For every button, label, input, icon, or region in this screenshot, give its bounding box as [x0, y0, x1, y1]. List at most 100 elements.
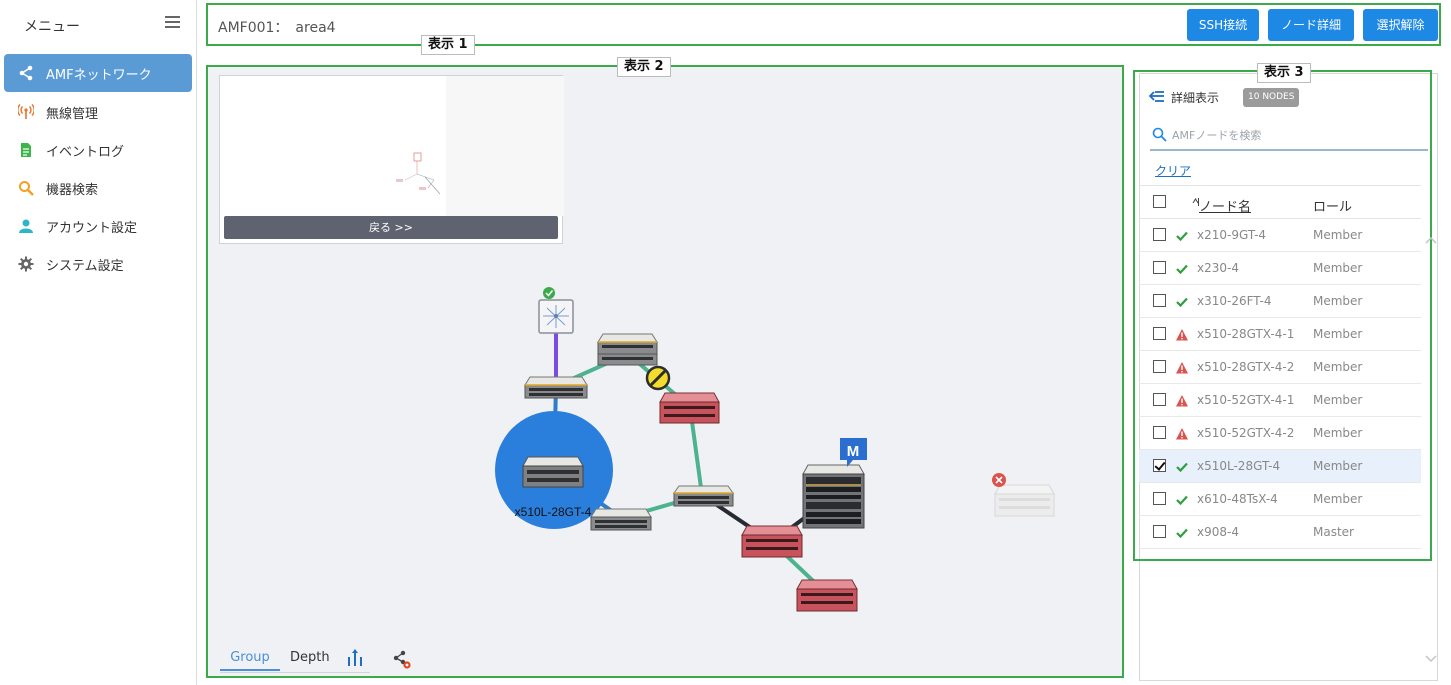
row-role: Master: [1313, 525, 1354, 539]
node-search-input[interactable]: [1172, 125, 1422, 145]
display-3-label: 表示 3: [1257, 63, 1311, 83]
area-title: AMF001： area4: [218, 20, 336, 36]
sidebar-item-label: アカウント設定: [46, 221, 138, 236]
hamburger-menu-icon[interactable]: [165, 15, 181, 29]
selected-switch-node[interactable]: [522, 456, 584, 488]
sidebar-header: メニュー: [0, 0, 197, 50]
detail-title: 詳細表示: [1171, 91, 1220, 105]
display-1-label: 表示 1: [421, 35, 475, 55]
tab-depth[interactable]: Depth: [290, 650, 330, 665]
scroll-up-icon[interactable]: [1425, 235, 1437, 247]
switch-node[interactable]: [673, 485, 734, 507]
sidebar-item-account-settings[interactable]: アカウント設定: [4, 207, 192, 245]
error-status-icon: [992, 473, 1006, 487]
row-checkbox[interactable]: [1153, 492, 1166, 505]
row-checkbox[interactable]: [1153, 525, 1166, 538]
sidebar-item-label: AMFネットワーク: [46, 68, 152, 83]
status-warning-icon: [1176, 329, 1188, 341]
row-checkbox[interactable]: [1153, 228, 1166, 241]
ssh-connect-button[interactable]: SSH接続: [1187, 9, 1259, 41]
blocked-link-icon: [645, 365, 671, 391]
document-icon: [21, 143, 31, 157]
status-ok-icon: [1176, 462, 1188, 473]
network-settings-icon[interactable]: [392, 650, 412, 670]
row-node-name: x610-48TsX-4: [1197, 492, 1278, 506]
row-node-name: x510-52GTX-4-1: [1197, 393, 1295, 407]
row-checkbox[interactable]: [1153, 426, 1166, 439]
sidebar-item-device-search[interactable]: 機器検索: [4, 169, 192, 207]
detail-header: 詳細表示 10 NODES: [1149, 88, 1349, 108]
minimap[interactable]: 戻る >>: [219, 75, 564, 244]
offline-switch-node[interactable]: [994, 484, 1055, 517]
network-map[interactable]: 戻る >>: [206, 65, 1124, 678]
sidebar-item-amf-network[interactable]: AMFネットワーク: [4, 54, 192, 92]
row-node-name: x210-9GT-4: [1197, 228, 1267, 242]
master-node[interactable]: [802, 464, 865, 529]
row-node-name: x510-28GTX-4-2: [1197, 360, 1295, 374]
row-node-name: x310-26FT-4: [1197, 294, 1272, 308]
sort-levels-icon[interactable]: [347, 649, 363, 667]
status-ok-icon: [543, 287, 555, 299]
clear-link[interactable]: クリア: [1155, 164, 1192, 178]
switch-node[interactable]: [597, 333, 658, 366]
share-icon: [19, 65, 33, 81]
sidebar-item-event-log[interactable]: イベントログ: [4, 131, 192, 169]
row-checkbox[interactable]: [1153, 261, 1166, 274]
collapse-arrow-icon[interactable]: [1149, 91, 1165, 105]
row-checkbox[interactable]: [1153, 393, 1166, 406]
row-role: Member: [1313, 426, 1363, 440]
status-ok-icon: [1176, 528, 1188, 539]
table-header: ノード名 ロール: [1139, 185, 1421, 219]
master-badge: M: [840, 438, 867, 467]
table-row[interactable]: x510-28GTX-4-1 Member: [1139, 318, 1421, 351]
cloud-node[interactable]: [538, 287, 574, 334]
svg-text:M: M: [847, 443, 860, 460]
status-warning-icon: [1176, 428, 1188, 440]
tab-group[interactable]: Group: [220, 647, 280, 671]
sidebar-title: メニュー: [24, 19, 80, 35]
tabs-underline: [220, 672, 370, 673]
switch-node-warning[interactable]: [796, 579, 858, 612]
network-topology: x510L-28GT-4: [495, 287, 1055, 612]
column-node-name[interactable]: ノード名: [1199, 200, 1252, 215]
row-checkbox[interactable]: [1153, 294, 1166, 307]
switch-node[interactable]: [524, 376, 588, 399]
row-node-name: x230-4: [1197, 261, 1239, 275]
row-role: Member: [1313, 327, 1363, 341]
select-all-checkbox[interactable]: [1153, 195, 1166, 208]
display-2-label: 表示 2: [617, 57, 671, 77]
sidebar-item-system-settings[interactable]: システム設定: [4, 245, 192, 283]
row-role: Member: [1313, 294, 1363, 308]
header-bar: AMF001： area4 SSH接続 ノード詳細 選択解除: [206, 3, 1441, 46]
switch-node-warning[interactable]: [741, 525, 803, 558]
sidebar-item-wireless[interactable]: 無線管理: [4, 93, 192, 131]
deselect-button[interactable]: 選択解除: [1363, 9, 1438, 41]
row-checkbox[interactable]: [1153, 459, 1166, 472]
sidebar-item-label: 無線管理: [46, 107, 99, 122]
status-warning-icon: [1176, 395, 1188, 407]
row-checkbox[interactable]: [1153, 360, 1166, 373]
switch-node[interactable]: [590, 508, 652, 531]
row-node-name: x510-28GTX-4-1: [1197, 327, 1295, 341]
node-detail-button[interactable]: ノード詳細: [1268, 9, 1354, 41]
table-row[interactable]: x310-26FT-4 Member: [1139, 285, 1421, 318]
switch-node-warning[interactable]: [659, 392, 720, 424]
sort-asc-icon[interactable]: [1192, 198, 1199, 206]
row-checkbox[interactable]: [1153, 327, 1166, 340]
search-icon: [19, 181, 34, 196]
minimap-back-button[interactable]: 戻る >>: [224, 216, 558, 239]
column-role[interactable]: ロール: [1313, 200, 1353, 215]
status-ok-icon: [1176, 297, 1188, 308]
status-warning-icon: [1176, 362, 1188, 374]
scroll-down-icon[interactable]: [1425, 652, 1437, 664]
status-ok-icon: [1176, 231, 1188, 242]
